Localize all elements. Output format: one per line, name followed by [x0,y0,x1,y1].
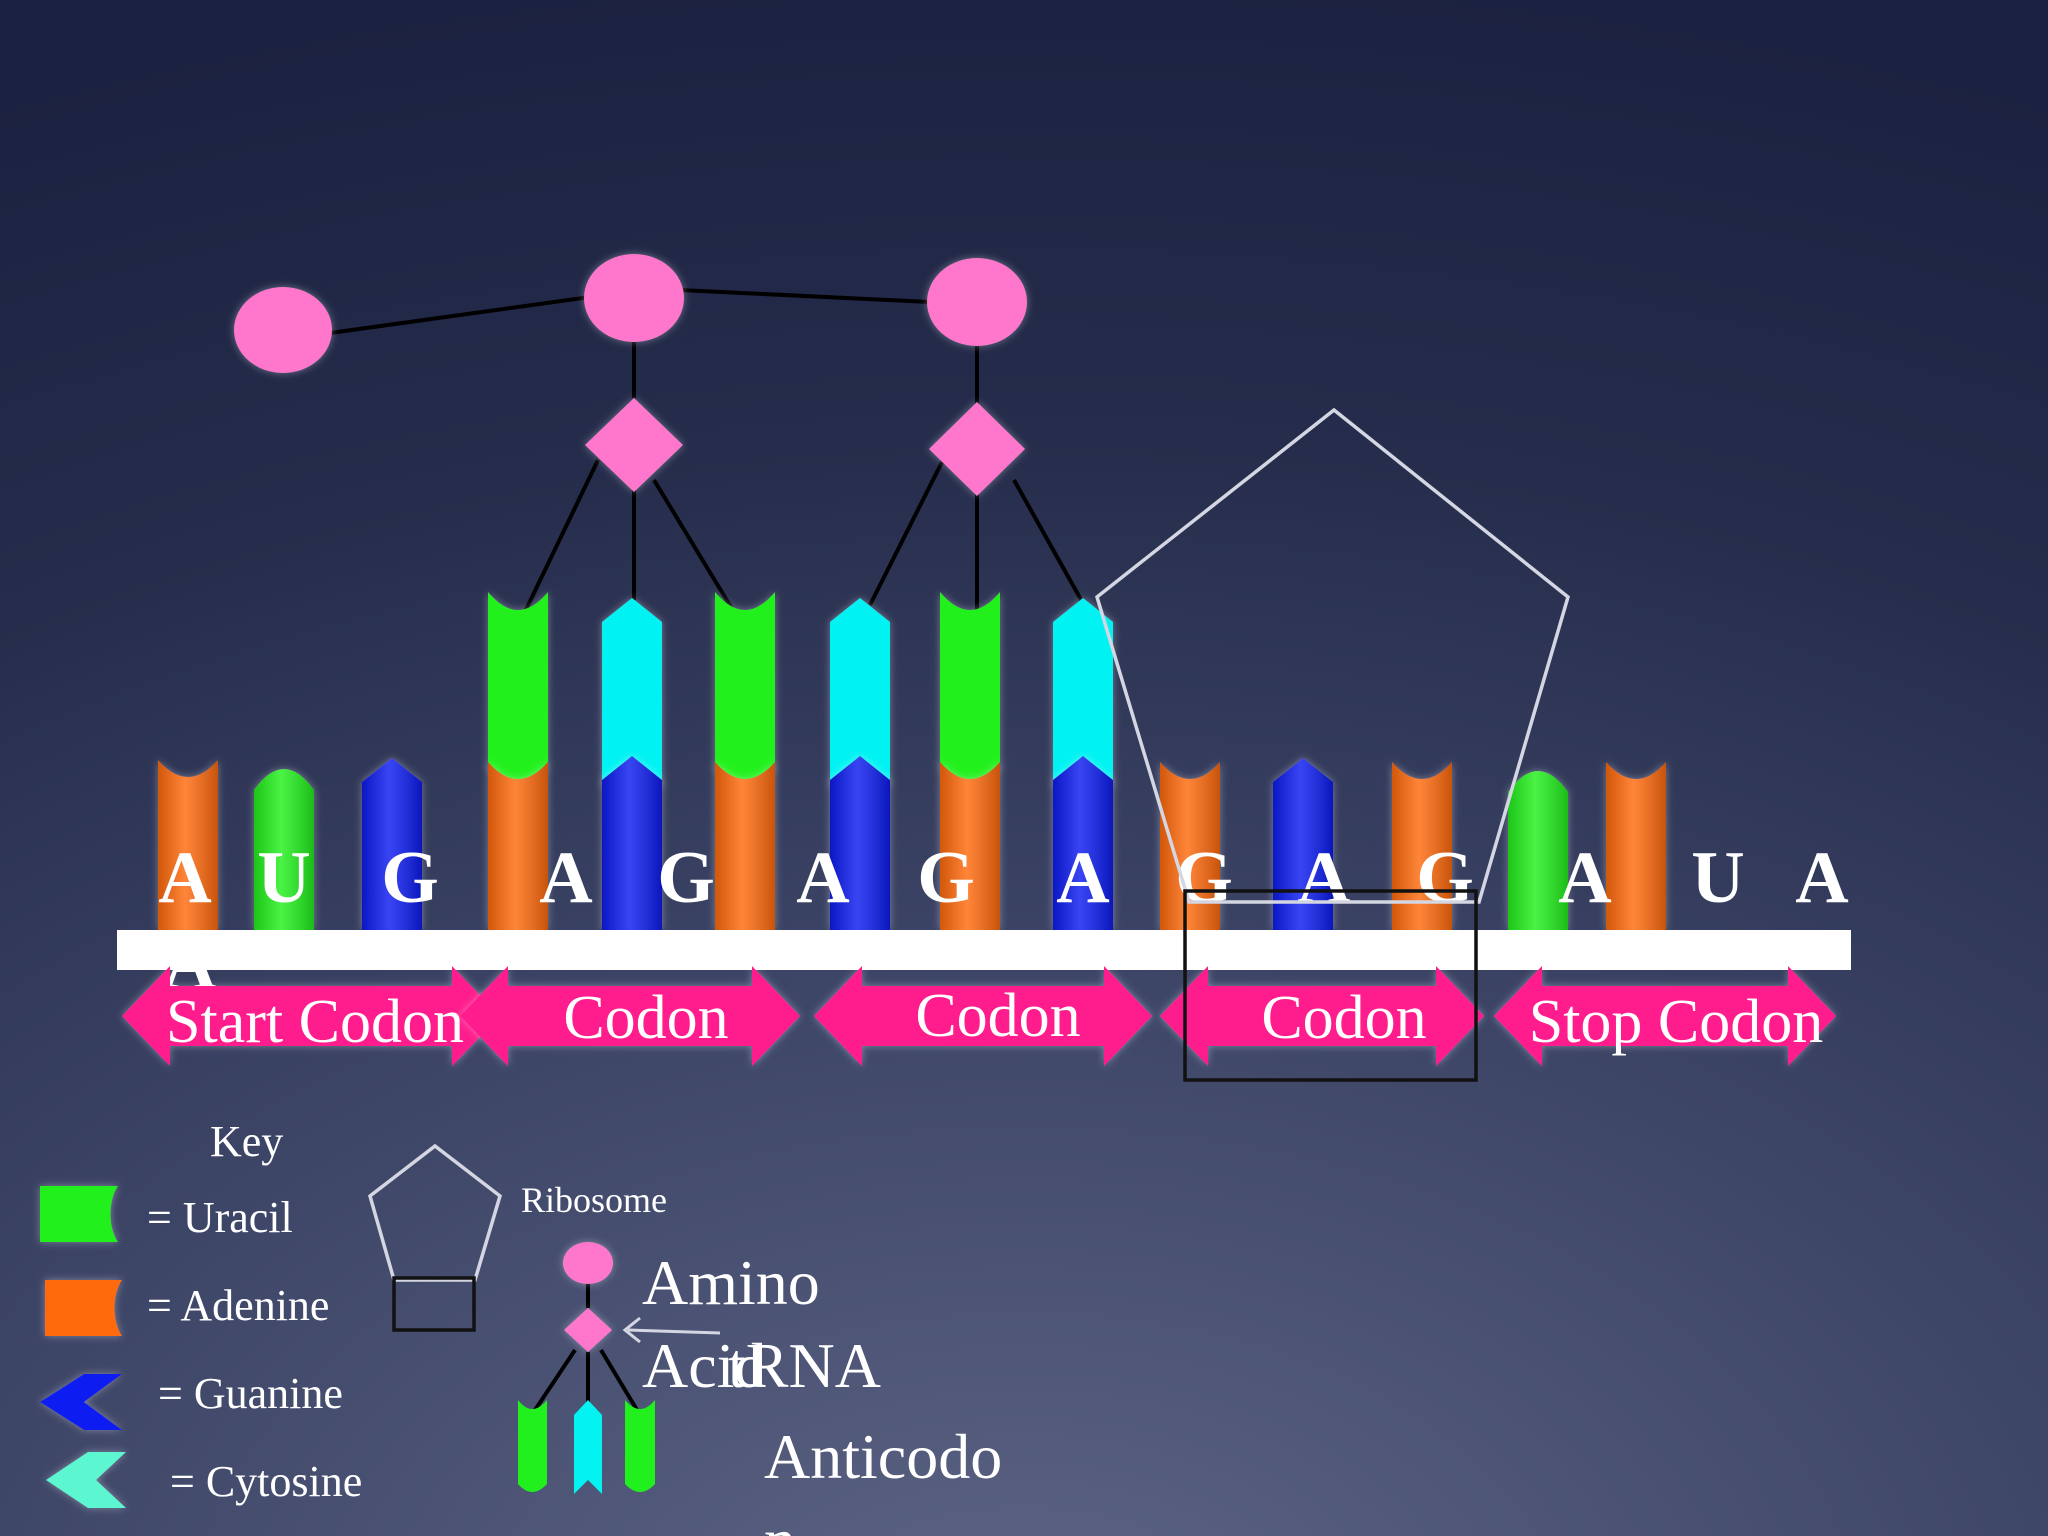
codon-arrow-2 [460,966,800,1066]
mrna-bases [158,756,1666,930]
ribosome-pentagon [1094,407,1571,904]
legend-pointer-arrowhead [622,1316,641,1344]
key-cytosine-label: = Cytosine [170,1457,362,1506]
legend-trna-icon [518,1242,655,1494]
mrna-base-shading [1508,771,1568,930]
mrna-base-shading [602,756,662,930]
ribosome-site-box [1183,889,1478,1082]
mrna-base-shading [1160,762,1220,930]
codon-arrows [122,966,1836,1066]
key-uracil-shape [40,1186,118,1242]
mrna-base-shading [830,756,890,930]
trna-connector-1 [585,398,683,492]
mrna-base-shading [1392,762,1452,930]
mrna-base-shading [362,758,422,930]
legend-pointer-arrow [627,1328,721,1335]
mrna-base-letter: U [257,837,310,919]
mrna-base-shading [715,762,775,930]
mrna-base-letter: U [1691,837,1744,919]
mrna-base-letter: A [539,837,592,919]
mrna-base-shading [1273,758,1333,930]
key-uracil-label: = Uracil [147,1193,293,1242]
trna-base-4-C [830,598,890,788]
mrna-base-letter: G [917,837,975,919]
trna-base-6-C [1053,598,1113,788]
mrna-base-letter: A [1795,837,1848,919]
mrna-base-letter: A [1056,837,1109,919]
key-adenine-shape [45,1280,122,1336]
codon-arrow-5 [1494,966,1836,1066]
mrna-base-letter: G [381,837,439,919]
legend-amino-acid-line2: Acid [642,1330,766,1401]
codon-label-3: Codon [1261,984,1426,1052]
legend-anticodon-line1: Anticodo [764,1421,1002,1492]
trna-base-2-C [602,598,662,788]
codon-arrow-4 [1160,966,1484,1066]
key-guanine-label: = Guanine [158,1369,343,1418]
mrna-base-shading [1606,762,1666,930]
amino-acid-3 [927,258,1027,346]
molecular-bonds [329,288,1086,624]
legend-site-box [392,1276,476,1332]
trna-base-5-U [940,592,1000,786]
mrna-base-letter: A [1558,837,1611,919]
trna-base-1-U [488,592,548,786]
mrna-strand [117,930,1851,970]
legend-ribosome-label: Ribosome [521,1180,667,1220]
mrna-base-letter: G [657,837,715,919]
codon-arrow-3 [814,966,1152,1066]
legend-ribosome-icon [367,1143,503,1282]
mrna-base-letter: A [158,837,211,919]
codon-label-2: Codon [915,982,1080,1050]
legend-trna-label: tRNA [728,1330,881,1401]
mrna-base-shading [488,762,548,930]
trna-base-3-U [715,592,775,786]
trna-anticodon-bases [488,592,1113,788]
amino-acid-2 [584,254,684,342]
legend-anticodon-line2: n [764,1505,796,1536]
mrna-base-letter: G [1416,837,1474,919]
codon-label-1: Codon [563,984,728,1052]
codon-arrow-1 [122,966,500,1066]
mrna-base-shading [158,760,218,930]
key-guanine-shape [40,1374,122,1430]
mrna-base-letter: A [1297,837,1350,919]
mrna-base-shading [940,762,1000,930]
mrna-base-letter: A [796,837,849,919]
key-cytosine-shape [46,1452,126,1508]
key-title: Key [210,1117,283,1166]
trna-connector-2 [929,402,1025,496]
mrna-base-shading [1053,756,1113,930]
legend-amino-acid-line1: Amino [642,1247,820,1318]
key-adenine-label: = Adenine [147,1281,329,1330]
codon-label-start: Start Codon [166,988,464,1056]
amino-acid-1 [234,287,332,373]
codon-label-stop: Stop Codon [1529,988,1824,1056]
mrna-base-shading [254,769,314,930]
